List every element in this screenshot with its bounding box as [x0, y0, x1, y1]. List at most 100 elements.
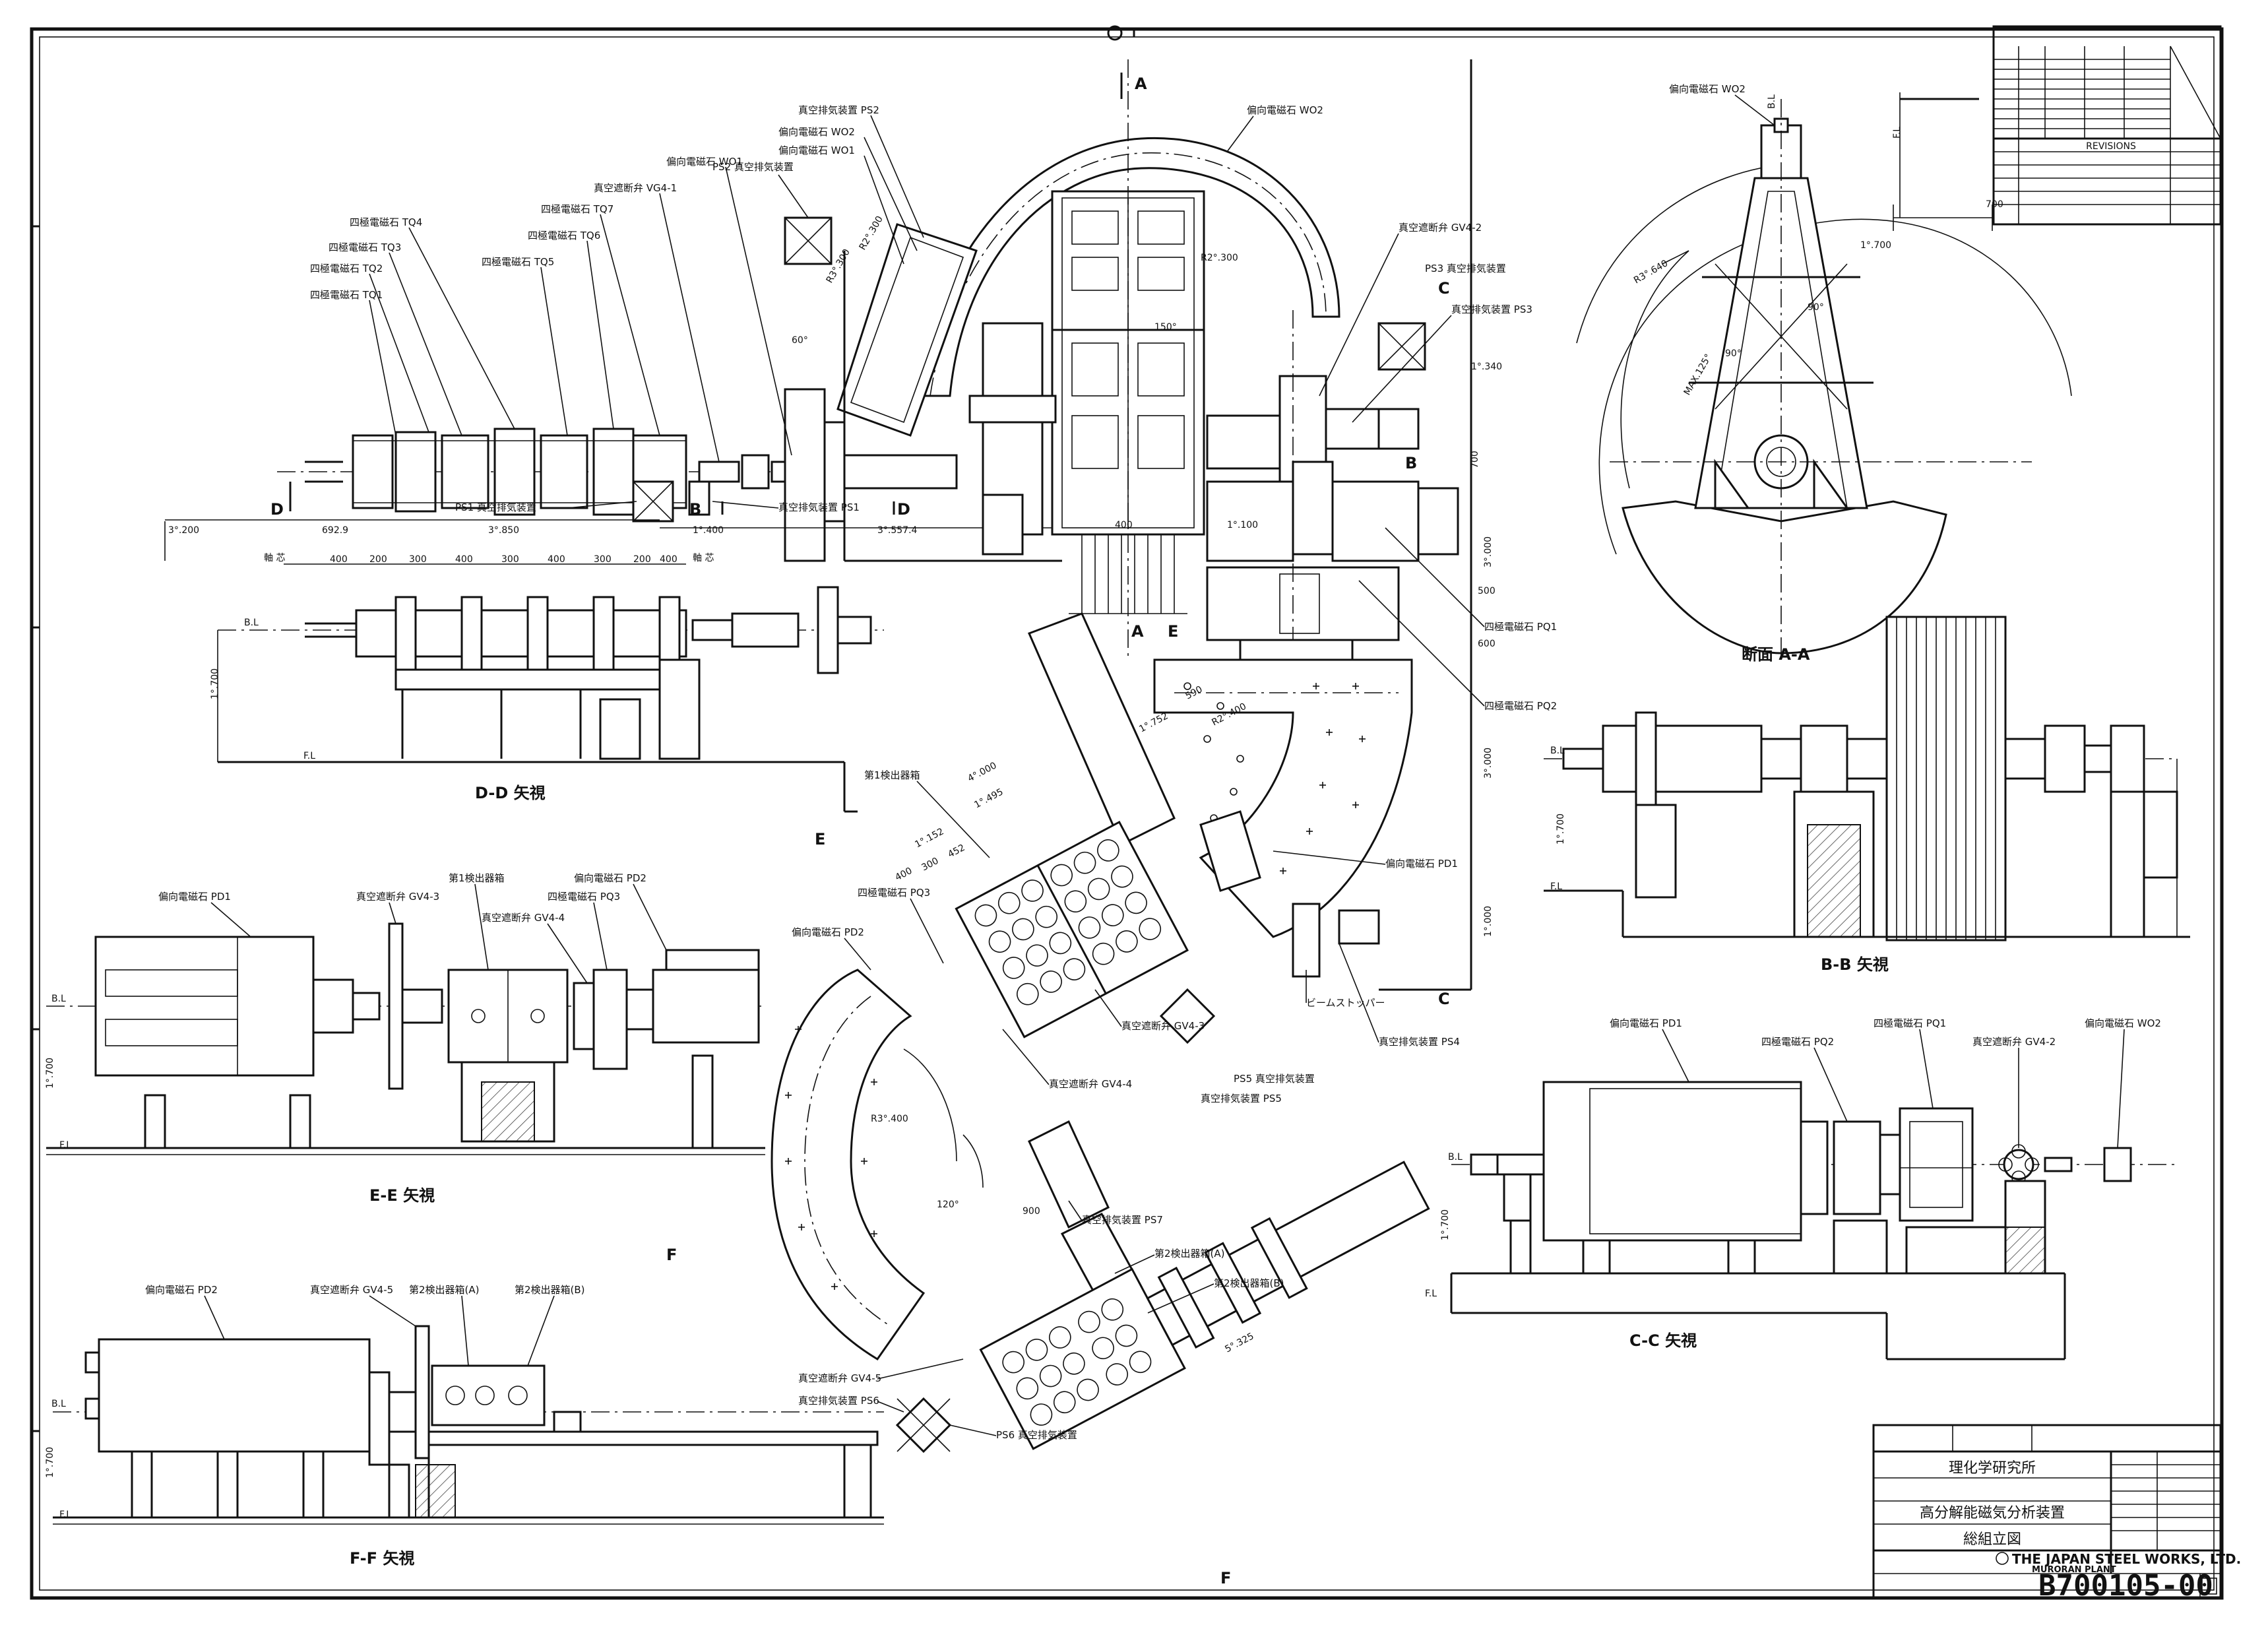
label-ff-det2b: 第2検出器箱(B)	[515, 1284, 585, 1296]
svg-text:MAX.125°: MAX.125°	[1682, 352, 1715, 397]
svg-text:90°: 90°	[1808, 302, 1824, 313]
aa-section-view	[1576, 92, 2072, 660]
pd2-labels: 真空排気装置 PS7 第2検出器箱(A) 第2検出器箱(B) 真空遮断弁 GV4…	[798, 1200, 1284, 1441]
label-ee-pq3: 四極電磁石 PQ3	[548, 891, 620, 903]
label-ps5: PS5 真空排気装置	[1234, 1073, 1315, 1085]
svg-text:R3°.400: R3°.400	[871, 1114, 908, 1124]
label-ps6b: PS6 真空排気装置	[996, 1429, 1077, 1441]
label-gv43: 真空遮断弁 GV4-3	[1121, 1020, 1205, 1032]
svg-text:F: F	[666, 1246, 677, 1264]
svg-text:R2°.300: R2°.300	[858, 214, 885, 252]
svg-text:150°: 150°	[1154, 322, 1177, 333]
svg-text:600: 600	[1478, 639, 1496, 649]
tq-quadrupole-beamline	[277, 388, 958, 562]
svg-text:452: 452	[946, 843, 966, 860]
dd-labels: D-D 矢視 B.L F.L 軸 芯 軸 芯 1°.700 400 200 30…	[210, 553, 714, 802]
svg-text:90°: 90°	[1725, 348, 1742, 359]
label-vg41: 真空遮断弁 VG4-1	[594, 182, 677, 194]
svg-text:60°: 60°	[792, 335, 808, 346]
svg-text:R2°.300: R2°.300	[1201, 253, 1238, 263]
label-pq1: 四極電磁石 PQ1	[1484, 621, 1557, 633]
svg-text:1°.700: 1°.700	[1860, 240, 1891, 251]
svg-text:軸 芯: 軸 芯	[693, 553, 714, 563]
svg-text:F.L: F.L	[1550, 881, 1562, 892]
svg-text:1°.752: 1°.752	[1137, 711, 1170, 734]
label-cc-pq2: 四極電磁石 PQ2	[1761, 1036, 1834, 1048]
svg-text:1°.700: 1°.700	[210, 668, 220, 699]
label-ps4: 真空排気装置 PS4	[1379, 1036, 1460, 1048]
svg-text:C: C	[1438, 990, 1450, 1008]
ff-view	[53, 1325, 884, 1525]
label-ff-gv45: 真空遮断弁 GV4-5	[310, 1284, 393, 1296]
label-ff-det2a: 第2検出器箱(A)	[409, 1284, 480, 1296]
label-ps1: PS1 真空排気装置	[455, 501, 536, 513]
pd2-arc-and-detector-2	[771, 969, 1430, 1453]
svg-text:B.L: B.L	[51, 1399, 66, 1409]
cc-labels: C-C 矢視 B.L F.L 1°.700 偏向電磁石 PD1 四極電磁石 PQ…	[1425, 1017, 2161, 1350]
plant-name: MURORAN PLANT	[2032, 1565, 2116, 1575]
svg-text:300: 300	[920, 856, 940, 874]
label-det1: 第1検出器箱	[864, 769, 920, 781]
svg-text:R3°.640: R3°.640	[1632, 258, 1670, 286]
label-pd1: 偏向電磁石 PD1	[1385, 858, 1458, 870]
svg-text:F.L: F.L	[1892, 127, 1903, 139]
svg-text:3°.557.4: 3°.557.4	[877, 525, 918, 536]
svg-text:A: A	[1135, 75, 1147, 93]
svg-text:1°.700: 1°.700	[45, 1058, 55, 1089]
svg-text:1°.700: 1°.700	[45, 1447, 55, 1478]
label-ps5b: 真空排気装置 PS5	[1201, 1093, 1282, 1104]
label-gv44: 真空遮断弁 GV4-4	[1049, 1078, 1132, 1090]
svg-text:200: 200	[633, 554, 651, 565]
svg-text:4°.000: 4°.000	[966, 760, 998, 784]
svg-text:B.L: B.L	[1448, 1152, 1463, 1163]
drawing-title: 総組立図	[1963, 1531, 2021, 1548]
svg-text:B.L: B.L	[244, 618, 259, 628]
label-wo2: 偏向電磁石 WO2	[778, 126, 855, 138]
svg-text:軸 芯: 軸 芯	[264, 553, 285, 563]
label-tq5: 四極電磁石 TQ5	[482, 256, 554, 268]
label-aa-wo2: 偏向電磁石 WO2	[1669, 83, 1746, 95]
label-wo1: 偏向電磁石 WO1	[666, 156, 743, 168]
label-tq3: 四極電磁石 TQ3	[329, 241, 401, 253]
company-logo-icon	[1996, 1552, 2009, 1565]
bb-labels: B-B 矢視 B.L F.L 1°.700	[1550, 746, 1889, 974]
svg-text:B.L: B.L	[1767, 94, 1777, 109]
svg-text:F: F	[1220, 1569, 1231, 1587]
device-name: 高分解能磁気分析装置	[1920, 1505, 2065, 1521]
label-cc-pq1: 四極電磁石 PQ1	[1874, 1017, 1946, 1029]
label-ff-pd2: 偏向電磁石 PD2	[145, 1284, 218, 1296]
svg-text:300: 300	[594, 554, 612, 565]
ff-labels: F-F 矢視 B.L F.L 1°.700 偏向電磁石 PD2 真空遮断弁 GV…	[45, 1284, 585, 1568]
label-tq4: 四極電磁石 TQ4	[350, 216, 422, 228]
svg-text:400: 400	[455, 554, 473, 565]
svg-text:B.L: B.L	[1550, 746, 1565, 756]
company-name: THE JAPAN STEEL WORKS, LTD.	[2012, 1551, 2241, 1567]
svg-text:B: B	[1405, 454, 1417, 472]
svg-text:F.L: F.L	[303, 751, 315, 761]
label-wo1b: 偏向電磁石 WO1	[778, 144, 855, 156]
fan-dimensions: 1°.752 590 R2°.400 4°.000 1°.495 1°.152 …	[815, 684, 1248, 883]
drawing-number: B700105-00	[2038, 1569, 2213, 1603]
label-ee-pd2: 偏向電磁石 PD2	[574, 872, 646, 884]
svg-text:400: 400	[660, 554, 677, 565]
view-title-ff: F-F 矢視	[350, 1549, 414, 1568]
label-ps1b: 真空排気装置 PS1	[778, 501, 860, 513]
svg-text:3°.850: 3°.850	[488, 525, 519, 536]
fan-cross-marks	[1280, 683, 1366, 874]
view-title-dd: D-D 矢視	[475, 784, 546, 802]
label-beam-stopper: ビームストッパー	[1306, 997, 1385, 1009]
central-labels: 真空排気装置 PS2 偏向電磁石 WO2 偏向電磁石 WO1 PS2 真空排気装…	[712, 104, 1557, 712]
wo2-dipole-and-pq-assembly	[784, 59, 1472, 991]
label-ps2: 真空排気装置 PS2	[798, 104, 879, 116]
svg-text:B: B	[689, 500, 701, 519]
label-gv45: 真空遮断弁 GV4-5	[798, 1372, 881, 1384]
label-ee-gv43: 真空遮断弁 GV4-3	[356, 891, 439, 903]
cc-view	[1450, 1081, 2177, 1360]
label-cc-gv42: 真空遮断弁 GV4-2	[1972, 1036, 2056, 1048]
svg-text:300: 300	[409, 554, 427, 565]
svg-text:400: 400	[548, 554, 565, 565]
pd1-fan-and-detectors	[955, 612, 1413, 1044]
label-wo2b: 偏向電磁石 WO2	[1247, 104, 1323, 116]
dd-view	[217, 586, 884, 813]
